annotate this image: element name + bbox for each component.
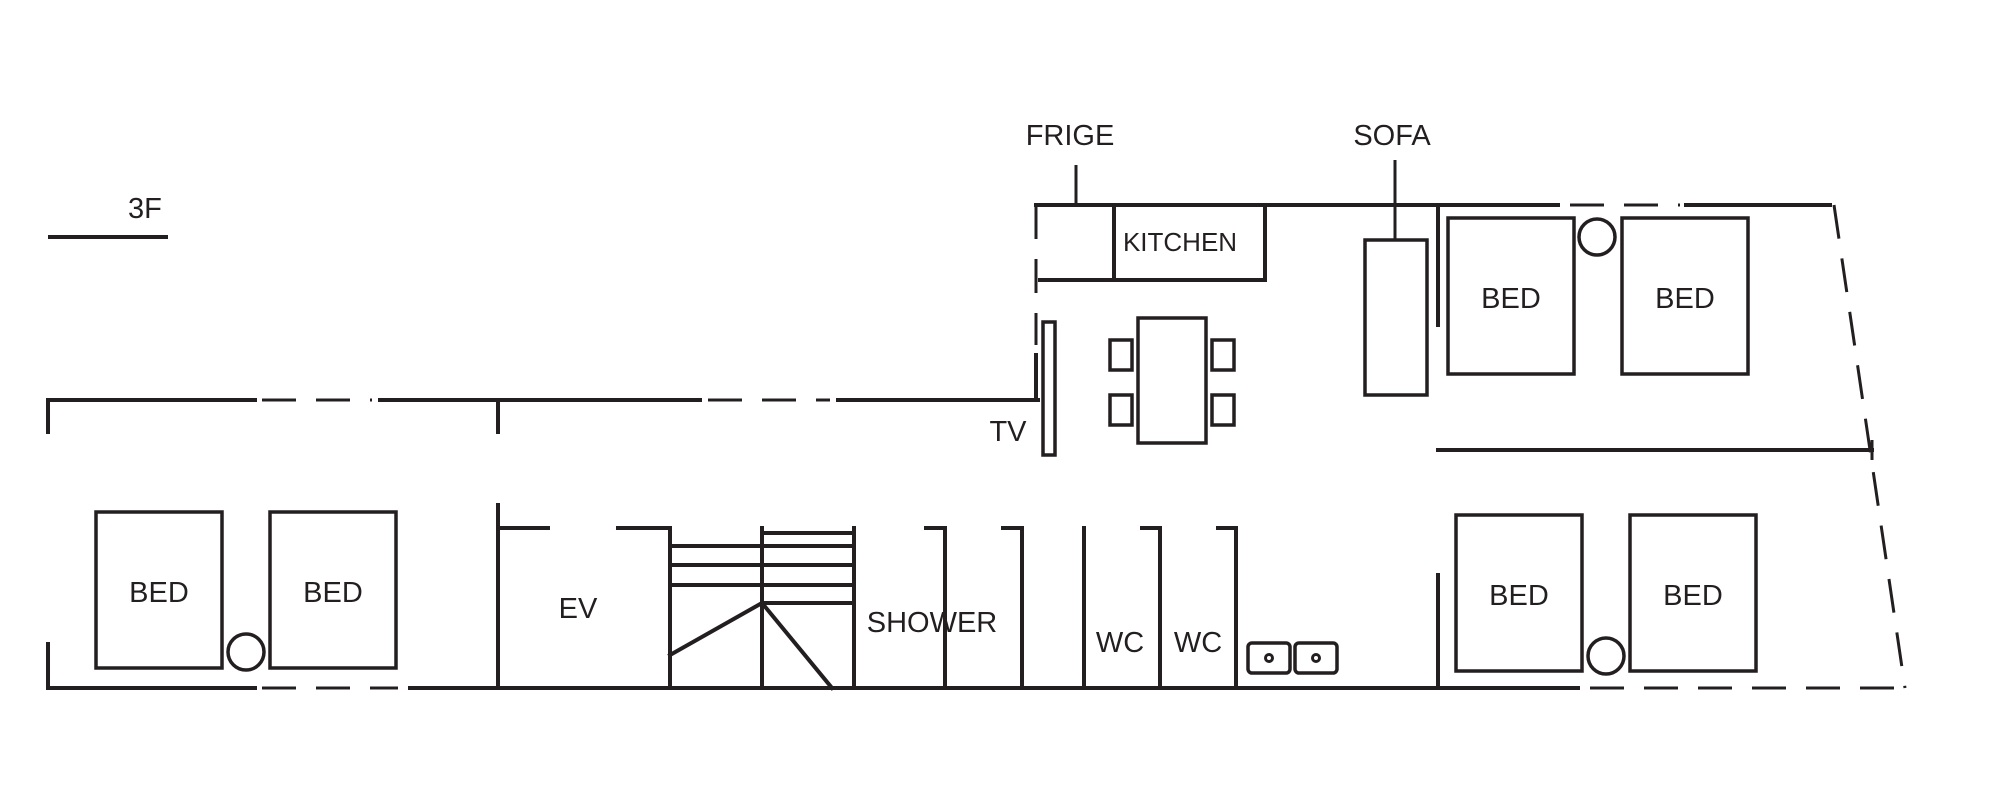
- bed-label: BED: [129, 577, 189, 609]
- tv-unit: [1041, 320, 1057, 457]
- bed-left-1: BED: [94, 510, 224, 670]
- chair: [1108, 338, 1134, 372]
- bed-label: BED: [303, 577, 363, 609]
- bed-upper-2: BED: [1620, 216, 1750, 376]
- sofa: [1363, 238, 1429, 397]
- sofa-label: SOFA: [1353, 120, 1431, 152]
- kitchen-label: KITCHEN: [1123, 227, 1237, 257]
- nightstand-lamp-left: [226, 632, 266, 672]
- bed-upper-1: BED: [1446, 216, 1576, 376]
- bed-lower-2: BED: [1628, 513, 1758, 673]
- frige-label: FRIGE: [1026, 120, 1115, 152]
- floor-label: 3F: [128, 193, 162, 225]
- bed-label: BED: [1489, 580, 1549, 612]
- bed-label: BED: [1655, 283, 1715, 315]
- wc-label-1: WC: [1096, 627, 1144, 659]
- sink-1: [1246, 641, 1292, 675]
- dining-table: [1136, 316, 1208, 445]
- chair: [1108, 393, 1134, 427]
- sink-2: [1293, 641, 1339, 675]
- tv-label: TV: [989, 416, 1027, 448]
- floor-indicator: 3F: [48, 193, 168, 239]
- outer-walls: [46, 203, 1907, 690]
- chair: [1210, 338, 1236, 372]
- nightstand-lamp-upper: [1577, 217, 1617, 257]
- interior-walls: [496, 203, 1874, 691]
- bed-label: BED: [1663, 580, 1723, 612]
- wc-label-2: WC: [1174, 627, 1222, 659]
- chair: [1210, 393, 1236, 427]
- shower-label: SHOWER: [867, 607, 998, 639]
- bed-lower-1: BED: [1454, 513, 1584, 673]
- bed-label: BED: [1481, 283, 1541, 315]
- bed-left-2: BED: [268, 510, 398, 670]
- ev-label: EV: [559, 593, 598, 625]
- nightstand-lamp-lower: [1586, 636, 1626, 676]
